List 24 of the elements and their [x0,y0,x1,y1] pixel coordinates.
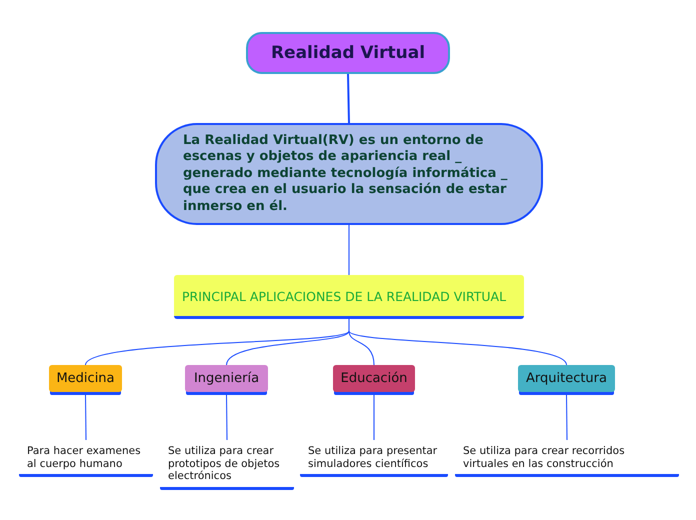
connector-line [226,394,228,440]
definition-box [155,123,543,225]
connector-line [348,224,350,276]
category-text: Educación [340,371,408,386]
category-box [518,365,615,392]
note-text: Se utiliza para crear prototipos de objetos electrónicos [168,445,281,482]
category-box [185,365,268,392]
category-box [333,365,415,392]
connector-line [347,74,350,124]
note-text: Para hacer examenes al cuerpo humano [27,445,142,470]
definition-text: La Realidad Virtual(RV) es un entorno de escenas y objetos de apariencia real _ generado mediante tecnología informática _ que crea en el usuario la sensación de estar inmerso en él. [183,132,508,216]
title-text: Realidad Virtual [270,43,426,63]
topic-text: PRINCIPAL APLICACIONES DE LA REALIDAD VIRTUAL [182,288,506,304]
category-text: Medicina [56,371,115,386]
note-text: Se utiliza para presentar simuladores científicos [308,445,438,470]
category-text: Arquitectura [526,371,607,386]
category-box [49,365,122,392]
topic-box [174,275,524,319]
category-text: Ingeniería [194,371,260,386]
title-box [246,32,450,74]
note-text: Se utiliza para crear recorridos virtuales en las construcción [463,445,626,470]
connector-line [85,394,86,440]
connector-line [348,318,567,366]
connector-line [566,394,568,440]
